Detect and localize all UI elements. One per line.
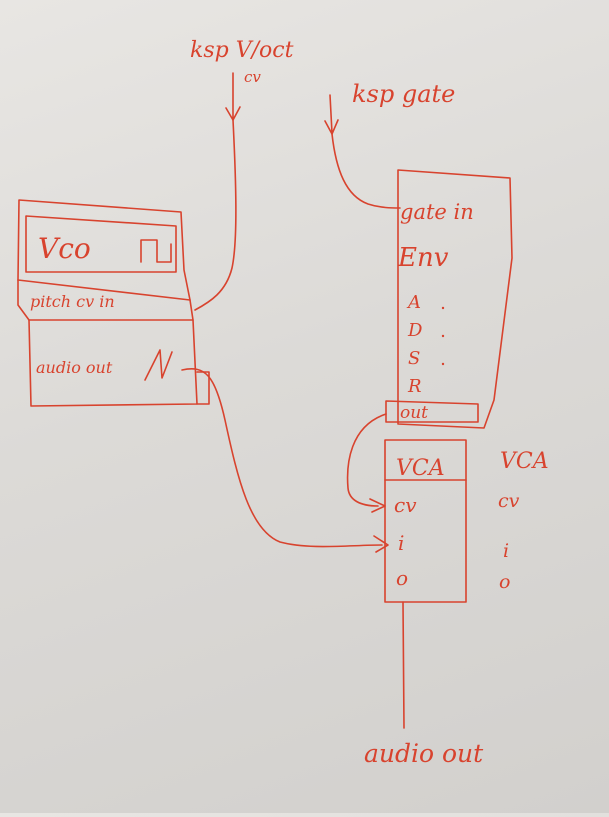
vca-module: VCA cv i o VCA cv i o: [384, 439, 549, 603]
audio-to-vca-cable: [181, 368, 383, 548]
env-knob-dot: [441, 362, 445, 366]
vco-audio-out-port[interactable]: audio out: [36, 358, 113, 377]
gate-to-env-cable: [331, 133, 401, 209]
gate-input-label: ksp gate: [352, 80, 455, 108]
env-box: [397, 169, 513, 429]
vco-module: Vco pitch cv in audio out: [17, 199, 210, 407]
vco-title: Vco: [38, 232, 91, 265]
vca-side-output: o: [499, 571, 510, 593]
vca-output-line: [402, 601, 405, 729]
env-stage-a: A: [406, 292, 421, 313]
env-stage-s: S: [408, 348, 420, 369]
voct-input-label: ksp V/oct: [190, 38, 294, 63]
gate-input-arrow: [324, 94, 339, 135]
env-out-box: [385, 400, 479, 423]
vco-right-tab: [196, 371, 210, 405]
voct-input-arrow: [225, 72, 241, 121]
vca-box: [384, 439, 467, 603]
vca-output-port[interactable]: o: [396, 566, 408, 590]
vca-side-input: i: [503, 540, 509, 562]
env-title: Env: [397, 243, 449, 273]
env-gate-in-port[interactable]: gate in: [400, 200, 474, 224]
env-knob-dot: [441, 334, 445, 338]
square-wave-icon: [140, 239, 172, 263]
env-out-port[interactable]: out: [400, 403, 428, 423]
env-stage-r: R: [407, 376, 422, 397]
env-to-vca-cv-cable: [346, 413, 387, 507]
saw-wave-icon: [144, 349, 173, 381]
voct-to-pitch-cable: [194, 119, 237, 311]
env-module: gate in Env A D S R out: [385, 169, 513, 429]
vca-cv-port[interactable]: cv: [394, 493, 417, 517]
vca-input-port[interactable]: i: [398, 531, 404, 555]
vca-title: VCA: [396, 456, 445, 481]
vca-side-cv: cv: [498, 490, 520, 512]
vco-inner-frame: [25, 215, 177, 273]
audio-to-vca-arrowhead: [373, 535, 389, 553]
voct-cv-sublabel: cv: [244, 68, 261, 86]
vco-pitch-cv-in-port[interactable]: pitch cv in: [30, 292, 115, 311]
vco-title-divider: [17, 279, 191, 301]
env-to-vca-cv-arrowhead: [369, 498, 386, 513]
env-stage-d: D: [407, 320, 423, 341]
env-knob-dot: [441, 306, 445, 310]
audio-output-label: audio out: [364, 739, 484, 768]
vca-side-title: VCA: [500, 449, 549, 474]
